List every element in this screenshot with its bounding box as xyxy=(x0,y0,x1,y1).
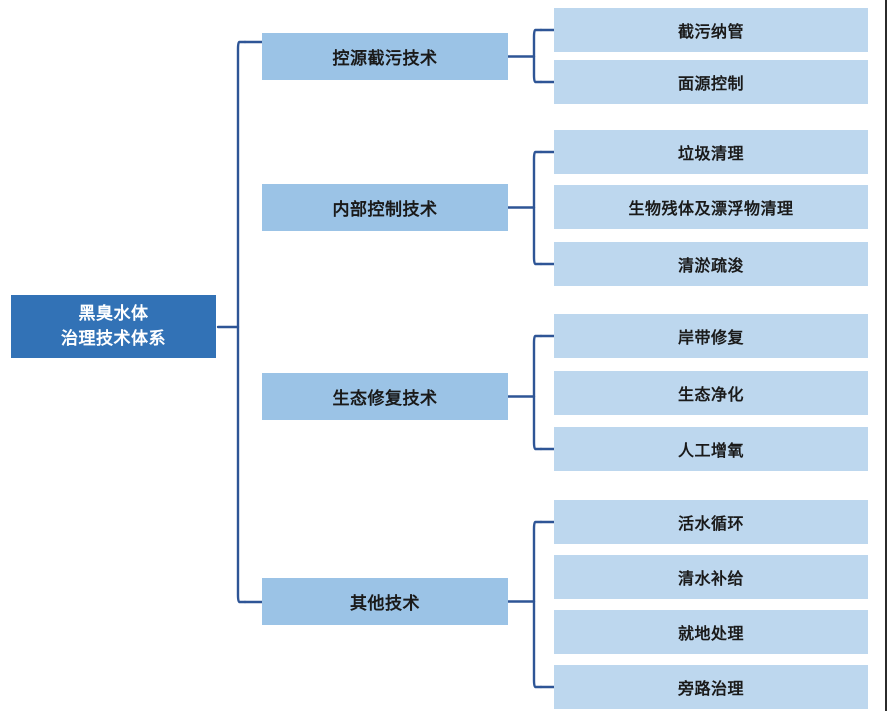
branch-node-label-2: 内部控制技术 xyxy=(332,200,438,219)
branch-node-1[interactable]: 控源截污技术 xyxy=(262,33,508,80)
root-node-label: 黑臭水体 治理技术体系 xyxy=(61,303,166,348)
leaf-node-label-2-1: 垃圾清理 xyxy=(677,146,744,163)
leaf-node-4-4[interactable]: 旁路治理 xyxy=(554,665,868,709)
leaf-node-4-2[interactable]: 清水补给 xyxy=(554,555,868,599)
branch-node-label-1: 控源截污技术 xyxy=(332,49,438,68)
leaf-node-4-1[interactable]: 活水循环 xyxy=(554,500,868,544)
leaf-node-label-2-2: 生物残体及漂浮物清理 xyxy=(628,201,794,218)
leaf-node-label-1-1: 截污纳管 xyxy=(677,24,744,41)
leaf-node-label-3-1: 岸带修复 xyxy=(677,330,744,347)
branch-4-bracket xyxy=(532,520,543,689)
branch-node-label-4: 其他技术 xyxy=(350,594,420,613)
leaf-node-1-2[interactable]: 面源控制 xyxy=(554,60,868,104)
branch-node-label-3: 生态修复技术 xyxy=(332,389,438,408)
leaf-node-3-2[interactable]: 生态净化 xyxy=(554,371,868,415)
leaf-node-label-1-2: 面源控制 xyxy=(677,76,744,93)
leaf-node-3-1[interactable]: 岸带修复 xyxy=(554,314,868,358)
branch-node-2[interactable]: 内部控制技术 xyxy=(262,184,508,231)
main-bracket xyxy=(236,40,247,604)
leaf-node-label-3-2: 生态净化 xyxy=(677,387,744,404)
leaf-node-4-3[interactable]: 就地处理 xyxy=(554,610,868,654)
leaf-node-label-4-3: 就地处理 xyxy=(677,626,744,643)
leaf-node-label-4-4: 旁路治理 xyxy=(677,681,744,698)
page-right-border xyxy=(885,0,887,711)
leaf-node-label-4-1: 活水循环 xyxy=(677,516,744,533)
branch-node-4[interactable]: 其他技术 xyxy=(262,578,508,625)
branch-node-3[interactable]: 生态修复技术 xyxy=(262,373,508,420)
branch-1-bracket xyxy=(532,28,543,84)
leaf-node-3-3[interactable]: 人工增氧 xyxy=(554,427,868,471)
leaf-node-label-2-3: 清淤疏浚 xyxy=(677,258,744,275)
leaf-node-2-3[interactable]: 清淤疏浚 xyxy=(554,242,868,286)
leaf-node-2-1[interactable]: 垃圾清理 xyxy=(554,130,868,174)
leaf-node-2-2[interactable]: 生物残体及漂浮物清理 xyxy=(554,185,868,229)
leaf-node-label-4-2: 清水补给 xyxy=(677,571,744,588)
branch-2-bracket xyxy=(532,150,543,266)
root-node[interactable]: 黑臭水体 治理技术体系 xyxy=(11,295,216,358)
branch-3-bracket xyxy=(532,334,543,451)
leaf-node-label-3-3: 人工增氧 xyxy=(677,443,744,460)
leaf-node-1-1[interactable]: 截污纳管 xyxy=(554,8,868,52)
